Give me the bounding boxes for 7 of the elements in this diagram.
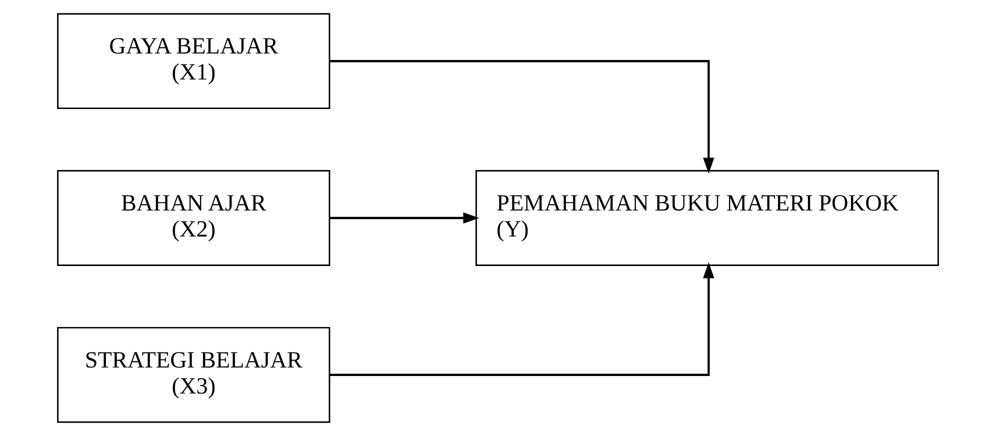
node-box: BAHAN AJAR (X2) [56, 170, 330, 266]
node-box: STRATEGI BELAJAR (X3) [56, 326, 330, 423]
arrow [329, 262, 714, 376]
arrow [329, 60, 714, 174]
node-box: GAYA BELAJAR (X1) [56, 13, 330, 110]
node-box: PEMAHAMAN BUKU MATERI POKOK (Y) [474, 170, 938, 266]
arrow [329, 212, 479, 224]
